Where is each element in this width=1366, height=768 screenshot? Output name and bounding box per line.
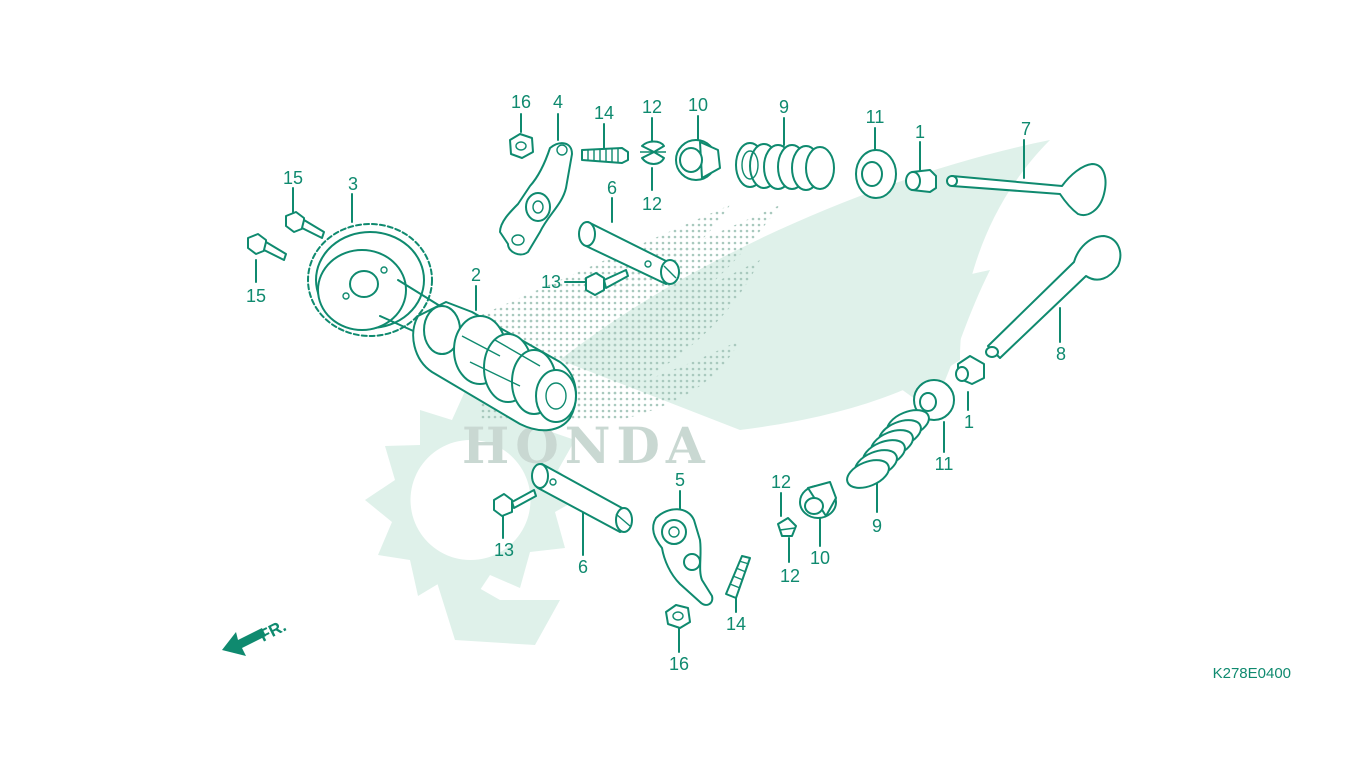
callout-5: 5 <box>675 470 685 490</box>
callout-8: 8 <box>1056 344 1066 364</box>
diagram-code: K278E0400 <box>1213 665 1291 682</box>
cam-sprocket <box>307 223 433 337</box>
flange-bolt-top <box>585 269 629 296</box>
callout-10-lower: 10 <box>810 548 830 568</box>
spring-retainer-lower <box>913 379 955 421</box>
callout-15-upper: 15 <box>283 168 303 188</box>
callout-16-lower: 16 <box>669 654 689 674</box>
adjusting-screw-top <box>581 147 629 164</box>
callout-9-lower: 9 <box>872 516 882 536</box>
watermark-wing-feather <box>520 340 740 420</box>
callout-3: 3 <box>348 174 358 194</box>
callout-15-lower: 15 <box>246 286 266 306</box>
valve-spring-top <box>735 142 835 191</box>
spring-retainer-top <box>855 149 897 199</box>
callout-14-top: 14 <box>594 103 614 123</box>
camshaft <box>379 279 577 432</box>
valve-stem-seal-top <box>675 139 721 181</box>
callout-14-lower: 14 <box>726 614 746 634</box>
cam-sprocket-bolt-upper <box>285 211 325 239</box>
front-direction-arrow: FR. <box>222 616 289 656</box>
callout-11-lower: 11 <box>935 454 954 474</box>
rocker-arm-lower <box>652 508 714 606</box>
watermark-brand-text: HONDA <box>462 416 711 475</box>
callout-4: 4 <box>553 92 563 112</box>
callout-12-top-b: 12 <box>642 194 662 214</box>
exhaust-valve <box>985 235 1122 359</box>
rocker-shaft-lower <box>531 463 633 533</box>
callout-numbers: 16 4 14 12 10 9 11 1 7 12 6 15 3 2 13 15… <box>246 92 1066 674</box>
honda-watermark-logo: HONDA <box>365 140 1050 645</box>
callout-6-lower: 6 <box>578 557 588 577</box>
valve-guide-seal-lower <box>955 355 985 385</box>
valve-cotter-lower <box>777 517 797 537</box>
callout-1-top: 1 <box>915 122 925 142</box>
callout-13-lower: 13 <box>494 540 514 560</box>
callout-10-top: 10 <box>688 95 708 115</box>
callout-9-top: 9 <box>779 97 789 117</box>
adjusting-screw-lower <box>725 555 751 599</box>
callout-13-top: 13 <box>541 272 561 292</box>
callout-11-top: 11 <box>866 107 885 127</box>
rocker-arm-top <box>499 142 573 256</box>
intake-valve <box>946 163 1107 216</box>
flange-bolt-lower <box>493 489 537 517</box>
callout-6-top: 6 <box>607 178 617 198</box>
cam-sprocket-bolt-lower <box>247 233 287 261</box>
callout-12-top-a: 12 <box>642 97 662 117</box>
nut-lower <box>665 604 691 629</box>
valve-spring-lower <box>846 409 930 489</box>
callout-2: 2 <box>471 265 481 285</box>
callout-12-lower-a: 12 <box>771 472 791 492</box>
callout-12-lower-b: 12 <box>780 566 800 586</box>
callout-1-lower: 1 <box>964 412 974 432</box>
valve-stem-seal-lower <box>799 481 837 519</box>
callout-7: 7 <box>1021 119 1031 139</box>
front-label: FR. <box>256 616 289 645</box>
valve-guide-seal-top <box>905 169 937 193</box>
rocker-shaft-top <box>578 221 680 285</box>
watermark-wing-feather <box>470 205 730 330</box>
callout-16-top: 16 <box>511 92 531 112</box>
nut-top <box>509 133 534 159</box>
valve-cotter-top <box>640 140 666 165</box>
